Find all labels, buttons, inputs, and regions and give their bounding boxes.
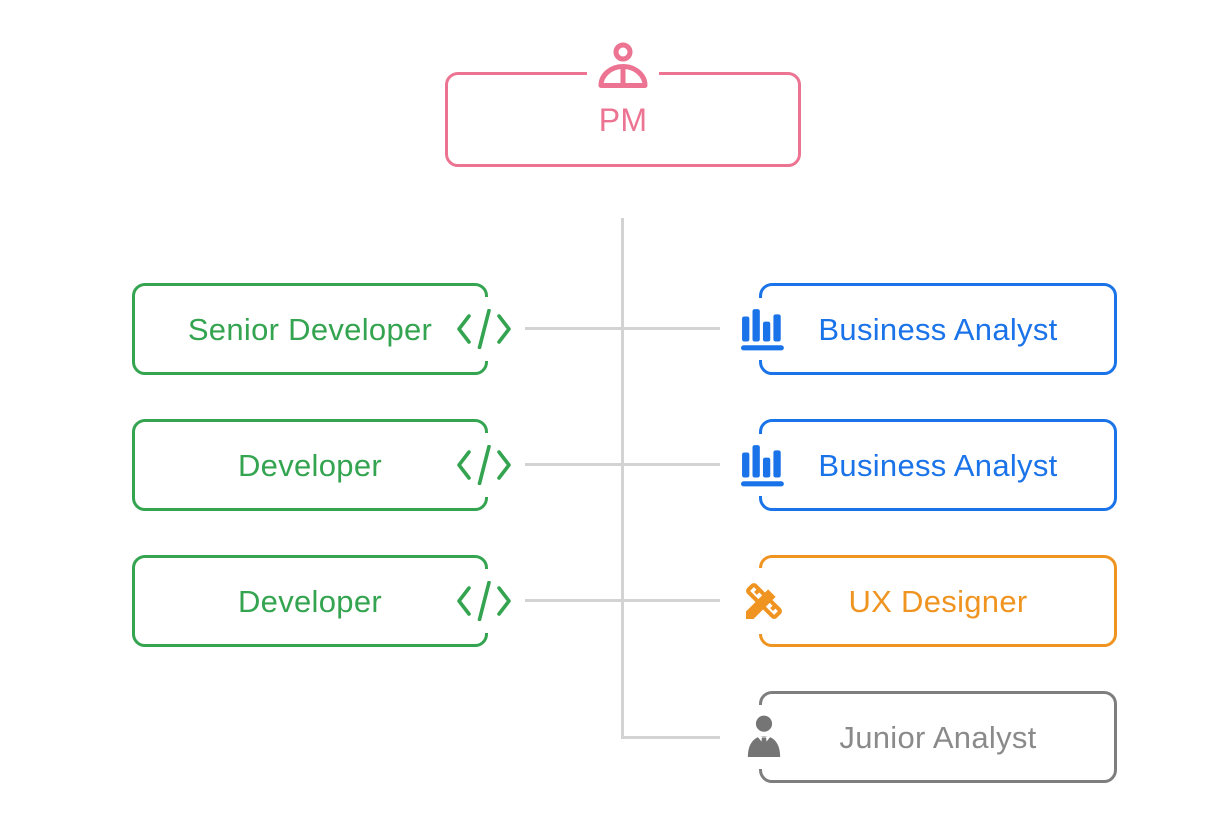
bar-chart-icon <box>736 434 791 496</box>
connector-row-4 <box>621 736 720 739</box>
connector-trunk <box>621 218 624 739</box>
node-junior-analyst: Junior Analyst <box>740 691 1117 783</box>
node-label: Senior Developer <box>187 311 433 347</box>
node-label: Junior Analyst <box>839 719 1037 755</box>
node-label: Developer <box>237 447 382 483</box>
node-label: PM <box>598 101 648 138</box>
node-developer-1: Developer <box>132 419 513 511</box>
code-icon <box>454 569 513 633</box>
connector-row-2 <box>525 463 720 466</box>
connector-row-1 <box>525 327 720 330</box>
code-icon <box>454 433 513 497</box>
node-label: UX Designer <box>848 583 1028 619</box>
node-senior-developer: Senior Developer <box>132 283 513 375</box>
person-outline-icon <box>587 40 659 91</box>
node-business-analyst-1: Business Analyst <box>736 283 1117 375</box>
code-icon <box>454 297 513 361</box>
node-label: Business Analyst <box>818 311 1058 347</box>
node-ux-designer: UX Designer <box>735 555 1117 647</box>
node-label: Developer <box>237 583 382 619</box>
node-developer-2: Developer <box>132 555 513 647</box>
business-person-icon <box>740 705 787 769</box>
connector-row-3 <box>525 599 720 602</box>
bar-chart-icon <box>736 298 791 360</box>
design-services-icon <box>735 568 792 634</box>
node-label: Business Analyst <box>818 447 1058 483</box>
node-pm: PM <box>445 40 801 167</box>
node-business-analyst-2: Business Analyst <box>736 419 1117 511</box>
